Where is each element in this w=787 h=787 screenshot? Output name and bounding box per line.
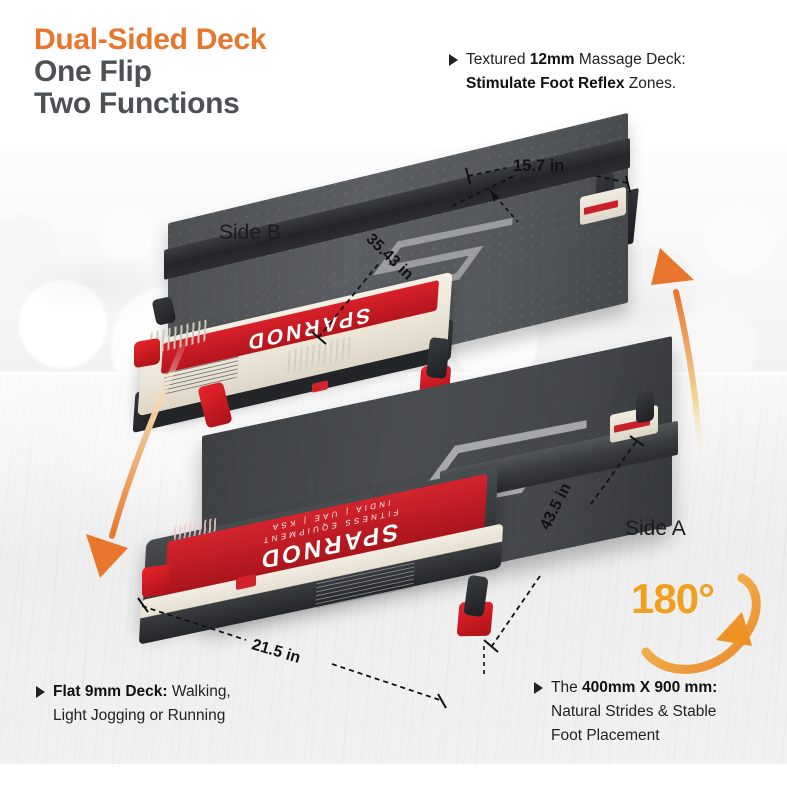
title-line-1: Dual-Sided Deck	[34, 23, 267, 56]
bl-l1-post: Walking,	[167, 683, 231, 700]
bullet-triangle-icon	[449, 54, 458, 66]
bullet-triangle-icon	[534, 682, 543, 694]
tr-l1-pre: Textured	[466, 51, 530, 68]
feature-deck-size: The 400mm X 900 mm: Natural Strides & St…	[534, 676, 784, 748]
tr-l2: Stimulate Foot Reflex Zones.	[466, 72, 686, 96]
feature-deck-size-text: The 400mm X 900 mm: Natural Strides & St…	[551, 676, 717, 748]
br-l3: Foot Placement	[551, 727, 660, 745]
br-l2: Natural Strides & Stable	[551, 703, 717, 721]
tr-l2-post: Zones.	[624, 75, 677, 93]
treadmill-side-b: SPARNOD	[128, 112, 639, 434]
rotation-badge-180: 180°	[631, 575, 781, 665]
badge-180-text: 180°	[631, 575, 715, 622]
bullet-triangle-icon	[36, 686, 45, 698]
dimension-label-width-top: 15.7 in	[513, 157, 565, 175]
tr-l2-bold: Stimulate Foot Reflex	[466, 75, 625, 93]
treadmill-side-a: SPARNOD FITNESS EQUIPMENT INDIA | UAE | …	[138, 336, 678, 676]
br-l1-bold: 400mm X 900 mm:	[582, 679, 718, 696]
feature-flat-deck-text: Flat 9mm Deck: Walking, Light Jogging or…	[53, 680, 231, 728]
end-post-right-a	[636, 390, 654, 424]
tr-l1-bold: 12mm	[529, 51, 575, 68]
panel-divider-top	[0, 372, 787, 376]
foot-left-a	[142, 564, 170, 598]
panel-divider-bottom	[0, 764, 787, 787]
page-title: Dual-Sided Deck One Flip Two Functions	[34, 23, 267, 120]
title-line-2: One Flip	[34, 54, 152, 88]
bl-l2: Light Jogging or Running	[53, 707, 226, 725]
feature-massage-deck-text: Textured 12mm Massage Deck: Stimulate Fo…	[466, 48, 686, 96]
label-side-b: Side B	[219, 221, 281, 244]
grip-post-right-b	[425, 337, 451, 379]
label-side-a: Side A	[625, 517, 686, 540]
tr-l1-post: Massage Deck:	[574, 51, 686, 68]
br-l1-pre: The	[551, 679, 583, 696]
foot-left-b	[134, 337, 160, 369]
flip-grip-a	[197, 381, 233, 429]
title-line-3: Two Functions	[34, 86, 240, 120]
bl-l1-bold: Flat 9mm Deck:	[53, 683, 168, 700]
feature-massage-deck: Textured 12mm Massage Deck: Stimulate Fo…	[449, 48, 769, 96]
feature-flat-deck: Flat 9mm Deck: Walking, Light Jogging or…	[36, 680, 346, 728]
